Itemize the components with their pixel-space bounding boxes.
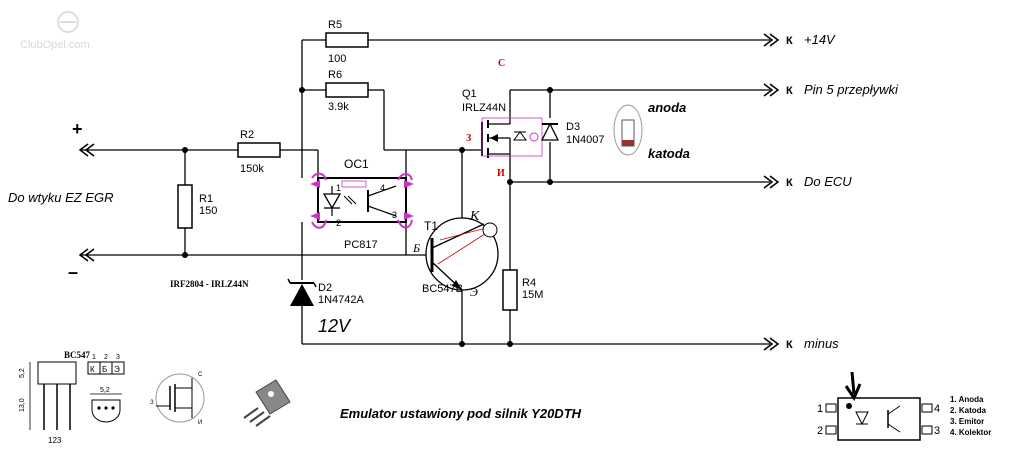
t1-e: Э	[470, 285, 478, 299]
r6-name: R6	[328, 69, 342, 81]
legend-item-2: 2. Katoda	[950, 406, 987, 415]
junctions	[182, 87, 553, 347]
legend-pin-3: 3	[934, 425, 940, 437]
q1-c: C	[498, 58, 505, 69]
wires	[80, 39, 770, 345]
to220-package-icon	[243, 379, 291, 427]
d2-name: D2	[318, 282, 332, 294]
terminal-label-1: +14V	[804, 32, 836, 47]
t1-k: K	[469, 209, 480, 224]
transistor-note: IRF2804 - IRLZ44N	[170, 279, 249, 289]
mosfet-i: И	[198, 420, 202, 426]
mosfet-s: С	[198, 372, 203, 378]
oc1-pin1: 1	[336, 183, 341, 193]
d3-part: 1N4007	[566, 134, 605, 146]
terminal-label-4: minus	[804, 336, 839, 351]
optocoupler-pinout-legend: 1 2 3 4 1. Anoda 2. Katoda 3. Emitor 4. …	[817, 371, 991, 441]
r1-value: 150	[199, 205, 217, 217]
t1-name: T1	[424, 219, 438, 233]
d2-part: 1N4742A	[318, 294, 365, 306]
legend-pin-2: 2	[817, 425, 823, 437]
plus-sign: +	[72, 119, 83, 139]
resistor-r5	[325, 32, 369, 48]
output-arrows	[763, 33, 780, 351]
oc1-name: OC1	[344, 157, 369, 171]
terminal-k-4: К	[786, 339, 793, 351]
bc547-dim-body: 5,2	[19, 368, 26, 378]
terminal-label-3: Do ECU	[804, 174, 852, 189]
oc1-pin2: 2	[336, 218, 341, 228]
oc1-part: PC817	[344, 239, 378, 251]
diode-d3	[540, 122, 560, 141]
t1-part: BC547B	[422, 283, 463, 295]
caption: Emulator ustawiony pod silnik Y20DTH	[340, 406, 582, 421]
legend-item-4: 4. Kolektor	[950, 428, 991, 437]
zener-d2	[287, 278, 317, 306]
transistor-t1	[425, 217, 499, 291]
r2-name: R2	[240, 129, 254, 141]
legend-pin-1: 1	[817, 403, 823, 415]
bc547-pin-k: К	[90, 365, 95, 374]
q1-part: IRLZ44N	[462, 102, 506, 114]
bc547-dim-height: 13,0	[19, 398, 26, 412]
bc547-num-3: 3	[116, 354, 120, 361]
t1-b: Б	[412, 241, 420, 255]
q1-z: З	[466, 133, 471, 144]
input-label: Do wtyku EZ EGR	[8, 190, 113, 205]
mosfet-z: З	[150, 400, 154, 406]
r1-name: R1	[199, 193, 213, 205]
legend-pin-4: 4	[934, 403, 940, 415]
terminal-k-1: К	[786, 35, 793, 47]
resistor-r1	[177, 184, 193, 229]
bc547-pin-order: 123	[48, 436, 62, 445]
resistor-r6	[325, 82, 369, 98]
bc547-package: BC547 5,2 13,0 123 1 2 3 К Б Э 5,2	[19, 350, 125, 445]
r4-name: R4	[522, 277, 536, 289]
bc547-title: BC547	[64, 350, 91, 360]
optocoupler-oc1	[310, 172, 414, 229]
legend-item-3: 3. Emitor	[950, 417, 984, 426]
oc1-pin4: 4	[380, 183, 385, 193]
zener-voltage: 12V	[318, 316, 352, 336]
resistor-r4	[502, 269, 518, 311]
watermark: ClubOpel.com	[20, 11, 90, 51]
terminal-k-2: К	[786, 85, 793, 97]
mosfet-symbol-legend: С З И	[150, 372, 205, 426]
resistor-r2	[237, 142, 281, 158]
diode-package-icon	[613, 104, 643, 156]
q1-i: И	[497, 168, 505, 179]
r5-name: R5	[328, 19, 342, 31]
terminal-label-2: Pin 5 przepływki	[804, 82, 899, 97]
r6-value: 3.9k	[328, 101, 349, 113]
bc547-num-1: 1	[92, 354, 96, 361]
r2-value: 150k	[240, 163, 264, 175]
d3-name: D3	[566, 121, 580, 133]
terminal-k-3: К	[786, 177, 793, 189]
bc547-pin-e: Э	[114, 365, 120, 374]
oc1-pin3: 3	[392, 210, 397, 220]
r5-value: 100	[328, 53, 346, 65]
bc547-pin-b: Б	[102, 365, 107, 374]
legend-item-1: 1. Anoda	[950, 395, 984, 404]
r4-value: 15M	[522, 289, 543, 301]
svg-text:ClubOpel.com: ClubOpel.com	[20, 39, 90, 51]
mosfet-q1	[481, 117, 543, 158]
bc547-num-2: 2	[104, 354, 108, 361]
anoda-label: anoda	[648, 100, 686, 115]
bc547-dim-width: 5,2	[100, 387, 110, 394]
input-arrows	[78, 143, 95, 262]
katoda-label: katoda	[648, 146, 690, 161]
minus-sign: –	[68, 262, 78, 282]
q1-name: Q1	[462, 88, 477, 100]
